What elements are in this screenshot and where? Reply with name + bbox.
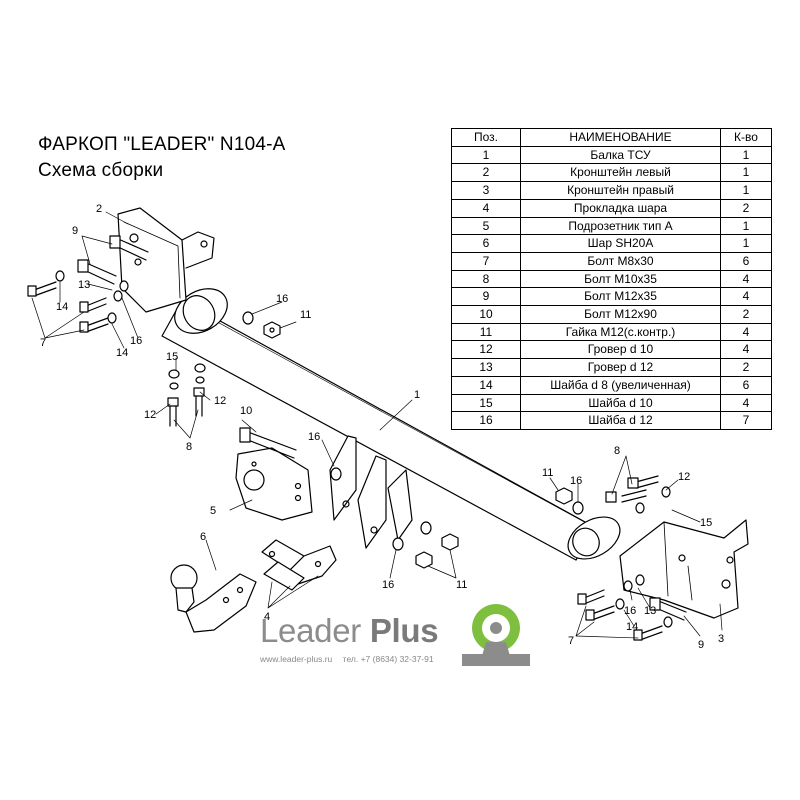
row-name: Болт M10x35 (520, 269, 721, 289)
row-name: Кронштейн правый (520, 181, 721, 200)
callout-14-right: 14 (626, 621, 638, 633)
brand-name-regular: Leader (260, 612, 361, 649)
callout-13-right: 13 (644, 605, 656, 617)
tow-bar-beam (161, 288, 621, 561)
nuts-and-washers (55, 270, 673, 628)
row-name: Гровер d 12 (520, 358, 721, 377)
callout-15-left: 15 (166, 351, 178, 363)
row-name: Шайба d 10 (520, 393, 721, 413)
callout-9-right: 9 (698, 639, 704, 651)
right-bracket (619, 519, 749, 619)
callout-12-mid: 12 (214, 395, 226, 407)
row-quantity: 7 (720, 411, 772, 430)
callout-16-left: 16 (130, 335, 142, 347)
callout-8-right: 8 (614, 445, 620, 457)
tow-ball (170, 564, 257, 633)
callout-3: 3 (718, 633, 724, 645)
callout-16-mid: 16 (308, 431, 320, 443)
callout-14-left-a: 14 (56, 301, 68, 313)
mounting-plates (329, 435, 413, 549)
brand-url[interactable]: www.leader-plus.ru (260, 654, 333, 664)
left-bracket (117, 207, 215, 313)
drawing-title: ФАРКОП "LEADER" N104-A (38, 134, 286, 155)
leader-plus-logo-mark (462, 604, 530, 666)
callout-9-left: 9 (72, 225, 78, 237)
callout-16-bottom: 16 (382, 579, 394, 591)
leader-lines (31, 211, 723, 639)
callout-16-right-b: 16 (624, 605, 636, 617)
callout-7-right: 7 (568, 635, 574, 647)
callout-4: 4 (264, 611, 270, 623)
callout-16-right: 16 (570, 475, 582, 487)
callout-5: 5 (210, 505, 216, 517)
callout-14-left-b: 14 (116, 347, 128, 359)
callout-1: 1 (414, 389, 420, 401)
bolts (27, 235, 687, 641)
row-name: Гровер d 10 (520, 340, 721, 360)
brand-name-bold: Plus (369, 612, 439, 649)
callout-11-bottom: 11 (456, 579, 467, 591)
drawing-subtitle: Схема сборки (38, 160, 164, 181)
ball-spacers (261, 539, 337, 591)
callout-2: 2 (96, 203, 102, 215)
header-name: НАИМЕНОВАНИЕ (520, 128, 721, 147)
callout-7-left: 7 (40, 337, 46, 349)
row-name: Болт M8x30 (520, 251, 721, 271)
callout-13-left: 13 (78, 279, 90, 291)
callout-16-top: 16 (276, 293, 288, 305)
row-name: Шайба d 12 (520, 411, 721, 430)
callout-8-left: 8 (186, 441, 192, 453)
brand-contact: www.leader-plus.ru тел. +7 (8634) 32-37-… (260, 654, 442, 664)
socket-plate (235, 447, 313, 521)
callout-15-right: 15 (700, 517, 712, 529)
callout-11-right: 11 (542, 467, 553, 479)
callout-6: 6 (200, 531, 206, 543)
brand-phone: тел. +7 (8634) 32-37-91 (342, 654, 434, 664)
callout-11-top: 11 (300, 309, 311, 321)
row-position: 12 (451, 340, 521, 360)
brand-name: Leader Plus (260, 612, 439, 650)
callout-12-left: 12 (144, 409, 156, 421)
callout-10: 10 (240, 405, 252, 417)
callout-12-right: 12 (678, 471, 690, 483)
